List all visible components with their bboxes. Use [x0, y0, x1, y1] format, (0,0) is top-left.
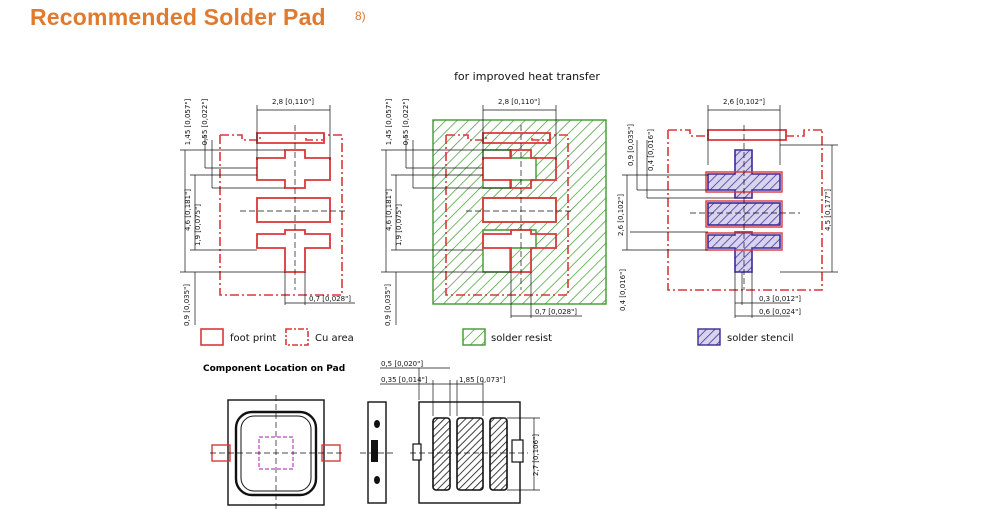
legend-cu-area-swatch [285, 328, 309, 346]
subtitle: for improved heat transfer [454, 70, 600, 83]
component-top-view [210, 395, 345, 510]
panel-solder-resist: 2,8 [0,110"] 4,6 [0,181"] 1,9 [0,075"] 0… [381, 98, 607, 326]
dim-bottom-offset-2: 0,9 [0,035"] [384, 284, 392, 326]
component-location-title: Component Location on Pad [203, 364, 345, 374]
dim-pad-top-a-2: 1,45 [0,057"] [385, 98, 393, 145]
footprint-pads [256, 132, 331, 273]
dim-stencil-lead: 0,3 [0,012"] [759, 295, 801, 303]
dim-overall-height: 4,6 [0,181"] [184, 189, 192, 231]
legend-footprint-swatch [200, 328, 224, 346]
legend-solder-resist-swatch [462, 328, 486, 346]
dim-pad-top-b: 0,55 [0,022"] [201, 98, 209, 145]
dim-center-height-2: 1,9 [0,075"] [395, 204, 403, 246]
dim-lead-width: 0,7 [0,028"] [309, 295, 351, 303]
legend-solder-stencil-label: solder stencil [727, 333, 794, 344]
dim-pad-top-b-2: 0,55 [0,022"] [402, 98, 410, 145]
legend: foot print Cu area solder resist solder … [200, 328, 794, 346]
dim-stencil-width: 2,6 [0,102"] [723, 98, 765, 106]
cu-area-outline [219, 134, 343, 296]
dim-comp-a: 0,5 [0,020"] [381, 360, 423, 368]
dim-stencil-c: 0,4 [0,016"] [619, 269, 627, 311]
dim-pad-width: 2,8 [0,110"] [272, 98, 314, 106]
dim-center-height: 1,9 [0,075"] [194, 204, 202, 246]
legend-cu-area-label: Cu area [315, 333, 354, 344]
dim-comp-c: 1,85 [0,073"] [459, 376, 506, 384]
dim-comp-d: 2,7 [0,106"] [532, 434, 540, 476]
dim-stencil-lead2: 0,6 [0,024"] [759, 308, 801, 316]
component-side-view [360, 401, 395, 504]
component-bottom-view: 0,5 [0,020"] 0,35 [0,014"] 1,85 [0,073"]… [380, 360, 540, 504]
dim-comp-b: 0,35 [0,014"] [381, 376, 428, 384]
dim-stencil-b: 0,4 [0,016"] [647, 129, 655, 171]
panel-solder-stencil: 2,6 [0,102"] 0,9 [0,035"] 0,4 [0,016"] 2… [617, 98, 838, 318]
legend-footprint-label: foot print [230, 333, 276, 344]
title-reference: 8) [355, 9, 366, 23]
dim-lead-width-2: 0,7 [0,028"] [535, 308, 577, 316]
page-title: Recommended Solder Pad [30, 4, 326, 30]
dim-stencil-overall: 4,5 [0,177"] [824, 189, 832, 231]
dim-pad-width-2: 2,8 [0,110"] [498, 98, 540, 106]
dim-stencil-a: 0,9 [0,035"] [627, 124, 635, 166]
panel-footprint: 2,8 [0,110"] 4,6 [0,181"] 1,9 [0,075"] 0… [180, 98, 355, 326]
dim-pad-top-a: 1,45 [0,057"] [184, 98, 192, 145]
dim-bottom-offset: 0,9 [0,035"] [183, 284, 191, 326]
dim-overall-height-2: 4,6 [0,181"] [385, 189, 393, 231]
dim-stencil-height: 2,6 [0,102"] [617, 194, 625, 236]
legend-solder-stencil-swatch [697, 328, 721, 346]
legend-solder-resist-label: solder resist [491, 333, 552, 344]
